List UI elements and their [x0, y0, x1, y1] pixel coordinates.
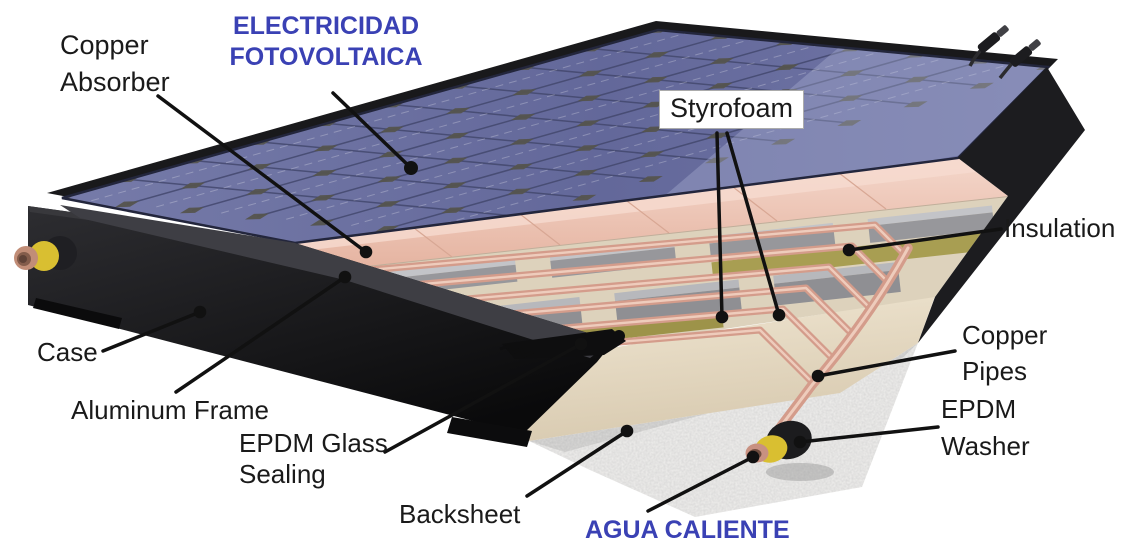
pv-connector-cables	[968, 25, 1041, 80]
styrofoam-edge	[523, 296, 935, 441]
pointer-agua-caliente	[646, 455, 755, 513]
pointer-epdm-seal	[383, 342, 583, 454]
pointer-styrofoam-a	[715, 131, 724, 319]
pointer-insulation	[847, 227, 1003, 252]
pointer-case	[101, 310, 202, 353]
epdm-glass-seal	[499, 329, 626, 359]
copper-absorber-layer	[295, 158, 1008, 270]
aluminum-frame-band	[60, 205, 614, 358]
pointer-copper-pipes	[816, 349, 957, 378]
pointer-electricidad	[331, 91, 413, 170]
pointer-epdm-washer	[798, 425, 940, 444]
water-inlet-fitting	[14, 236, 77, 271]
pointer-styrofoam-b	[725, 131, 781, 317]
pointer-copper-absorber	[156, 94, 368, 254]
backsheet-layer	[529, 343, 918, 517]
pointer-dots	[193, 161, 856, 464]
case-right-side	[918, 67, 1085, 343]
pointer-backsheet	[525, 429, 629, 498]
pointer-aluminum-frame	[174, 275, 347, 394]
pointer-lines	[101, 91, 1003, 513]
